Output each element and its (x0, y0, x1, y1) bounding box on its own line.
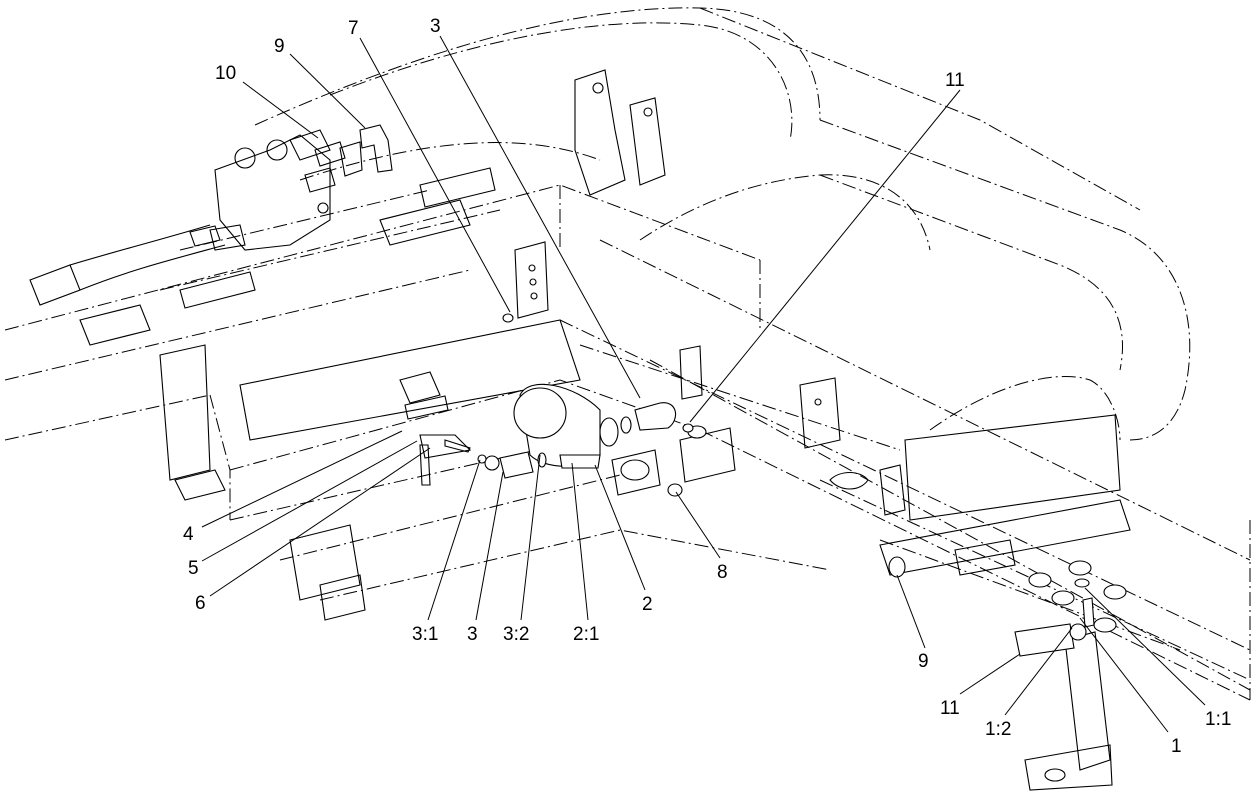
callout-11-bottom: 11 (940, 698, 960, 719)
callout-3-1: 3:1 (412, 624, 438, 645)
leader-lines (201, 35, 1206, 733)
callout-2-1: 2:1 (573, 624, 599, 645)
callout-3-2: 3:2 (503, 624, 529, 645)
callout-1: 1 (1171, 736, 1182, 757)
callout-4: 4 (183, 524, 194, 545)
frame-details (79, 69, 1131, 791)
callout-9-top: 9 (274, 36, 285, 57)
callout-3-bottom: 3 (467, 624, 478, 645)
callout-10: 10 (215, 63, 236, 84)
callout-6: 6 (195, 593, 206, 614)
callout-3-top: 3 (430, 16, 441, 37)
callout-5: 5 (188, 558, 199, 579)
callout-11-top: 11 (945, 70, 965, 91)
callout-labels: 10 9 7 3 11 4 5 6 3:1 3 3:2 2:1 2 8 9 11… (183, 16, 1231, 757)
callout-1-2: 1:2 (985, 719, 1011, 740)
callout-9-bottom: 9 (918, 651, 929, 672)
callout-7: 7 (348, 18, 359, 39)
callout-1-1: 1:1 (1205, 709, 1231, 730)
callout-2: 2 (642, 594, 653, 615)
callout-8: 8 (717, 562, 728, 583)
filter-assembly (419, 313, 707, 497)
rear-fittings (888, 556, 1095, 657)
valve-block-assembly (29, 124, 393, 306)
